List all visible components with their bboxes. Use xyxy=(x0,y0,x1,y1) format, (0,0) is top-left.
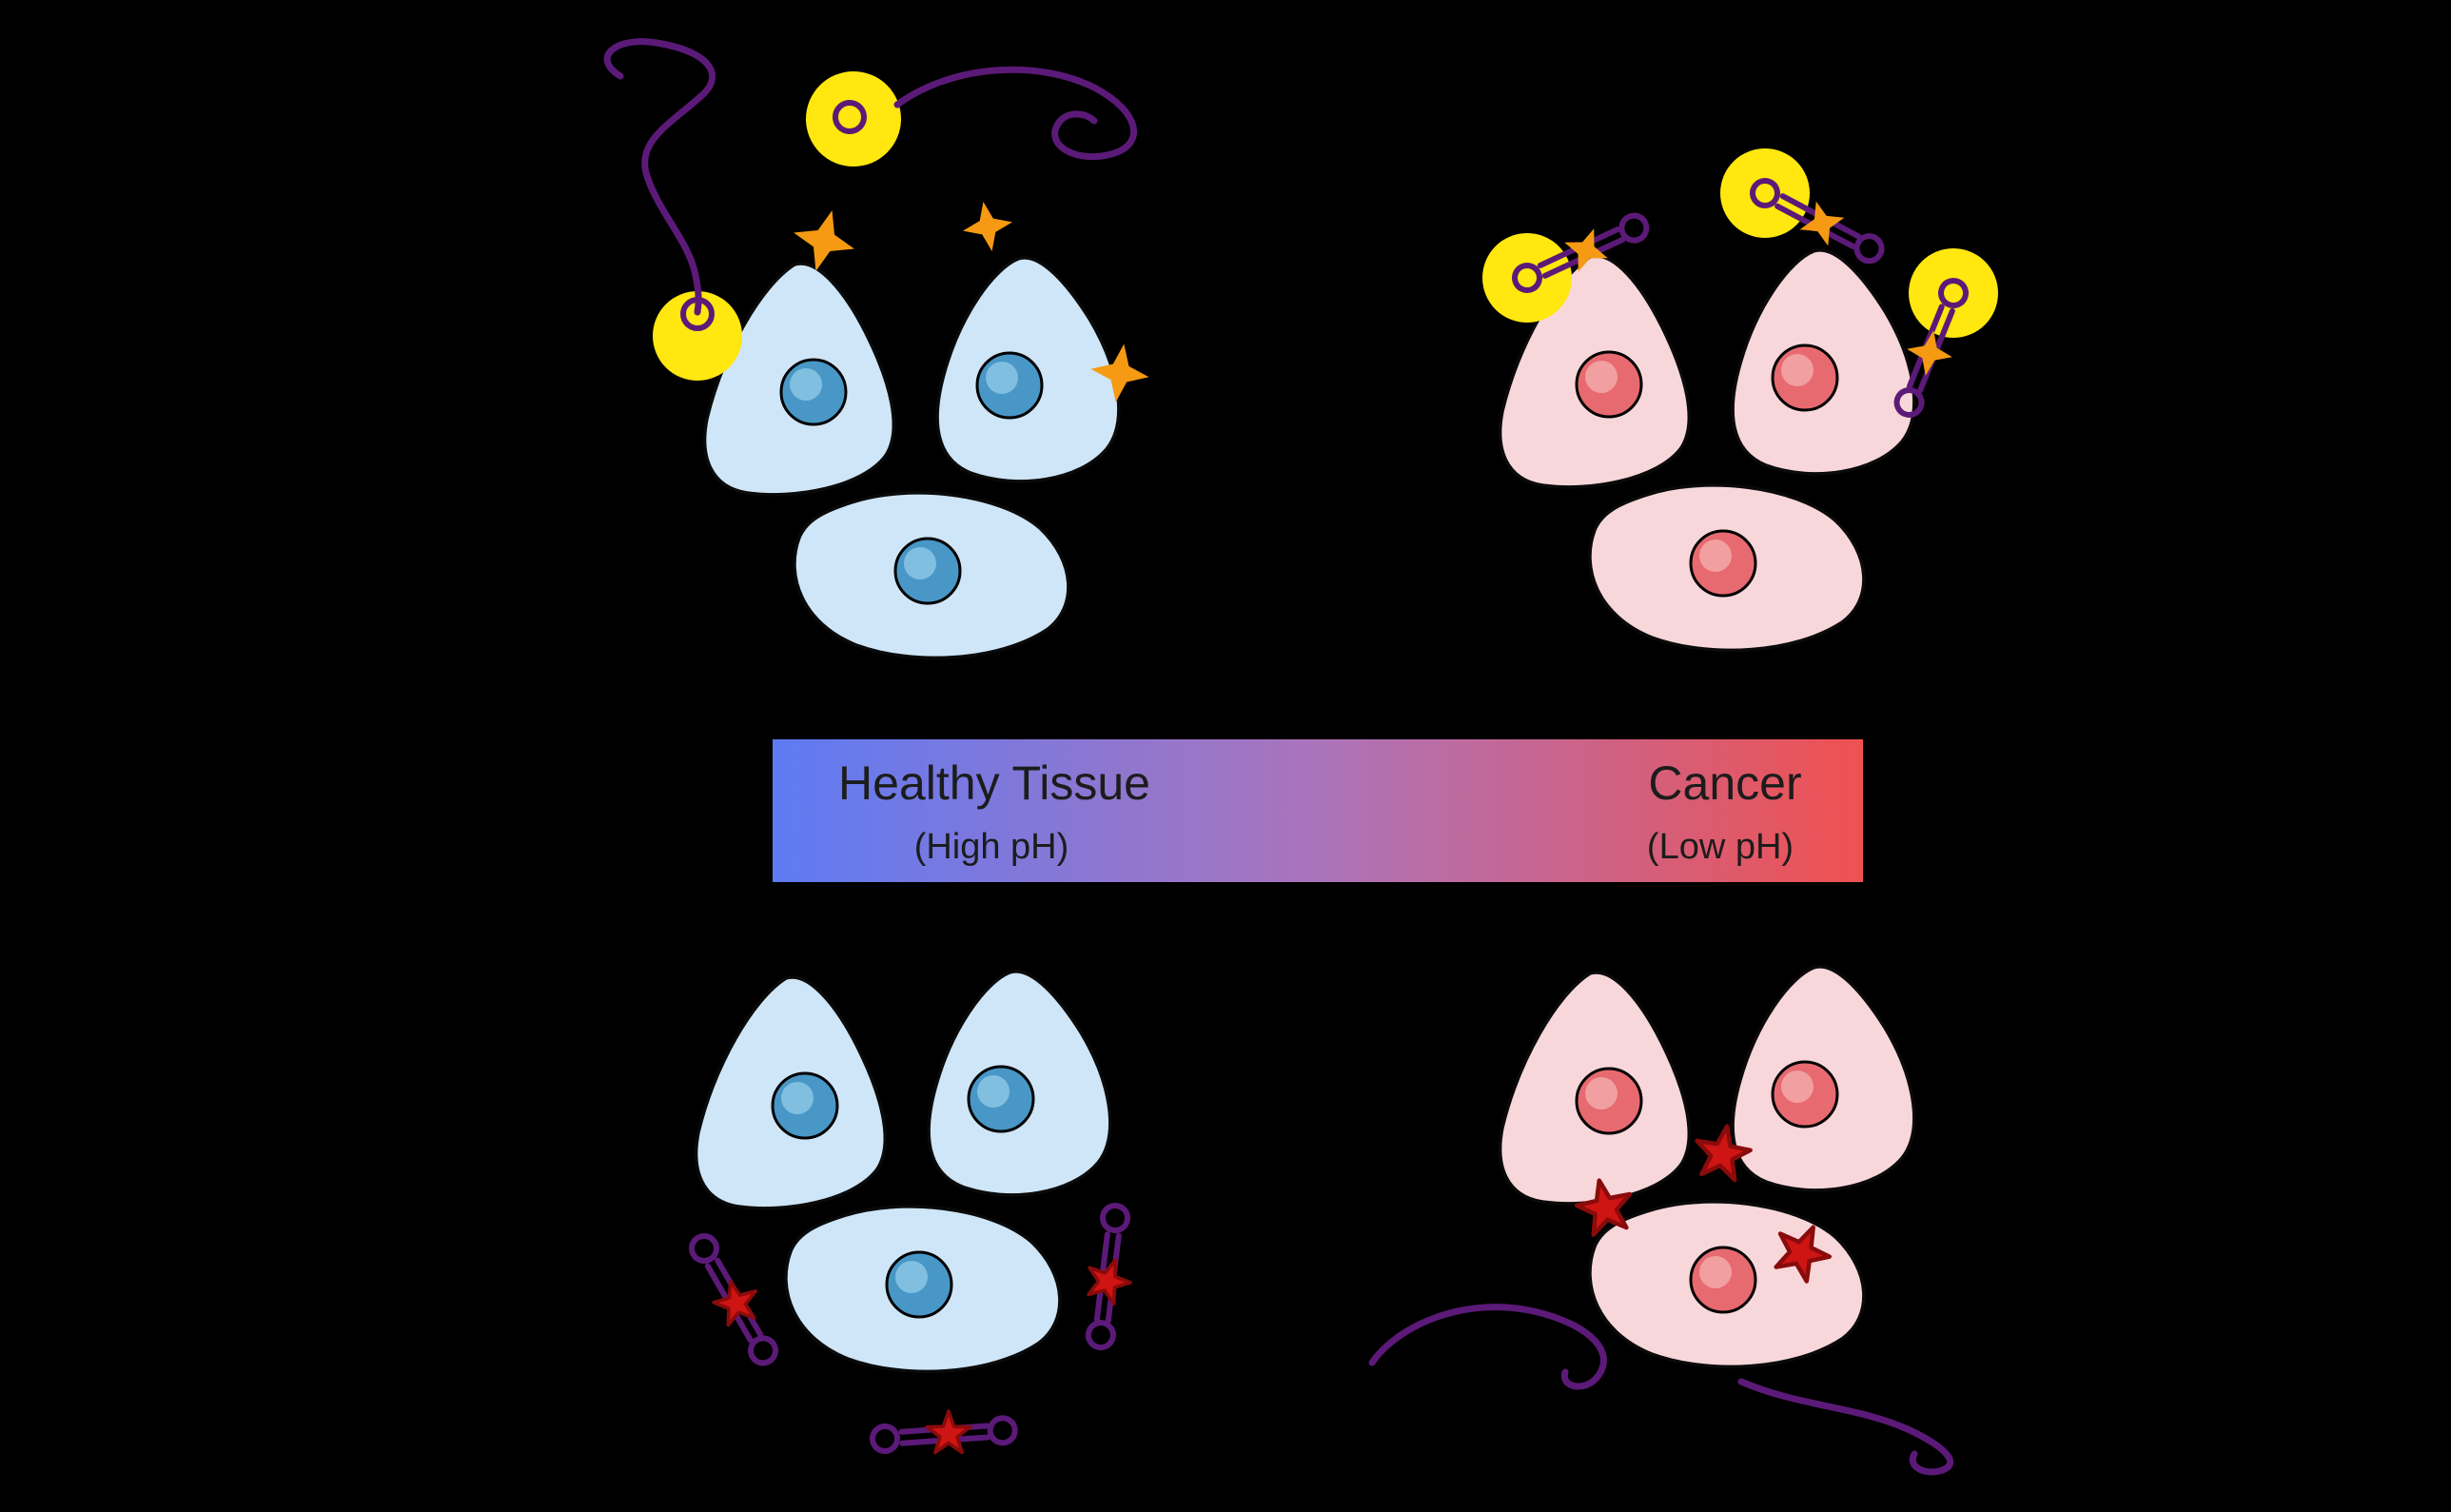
fluorescent-dye-glow xyxy=(1482,233,1572,323)
healthy-cell-cluster-top xyxy=(702,256,1121,660)
cancer-label: Cancer xyxy=(1648,756,1801,810)
polymer-strand xyxy=(1737,1378,1954,1476)
red-star-icon xyxy=(1079,1250,1138,1308)
healthy-tissue-label: Healthy Tissue xyxy=(838,756,1150,810)
high-ph-label: (High pH) xyxy=(914,827,1069,867)
polymer-strand xyxy=(1368,1304,1607,1390)
polymer-strand xyxy=(603,38,716,316)
fluorescent-dye-glow xyxy=(1720,148,1810,238)
fluorescent-dye-glow xyxy=(653,291,742,381)
healthy-cell-cluster-bottom xyxy=(694,970,1112,1374)
fluorescence-sparkle-icon xyxy=(958,197,1017,256)
fluorescent-dye-glow xyxy=(1909,248,1998,338)
ph-gradient-bar: Healthy Tissue (High pH) Cancer (Low pH) xyxy=(773,739,1863,882)
low-ph-label: (Low pH) xyxy=(1647,827,1794,867)
fluorescent-dye-glow xyxy=(806,71,901,167)
ph-gradient-rect xyxy=(773,739,1863,882)
cancer-extracellular-probes xyxy=(1482,148,1998,419)
dye-anchor-ring xyxy=(833,100,867,134)
red-star-icon xyxy=(925,1409,972,1455)
cancer-cell-cluster-top xyxy=(1498,248,1916,653)
dye-anchor-ring xyxy=(680,297,715,331)
healthy-extracellular-probes xyxy=(603,38,1153,406)
polymer-strand xyxy=(893,66,1138,161)
cancer-released-dyes xyxy=(1368,1122,1954,1476)
